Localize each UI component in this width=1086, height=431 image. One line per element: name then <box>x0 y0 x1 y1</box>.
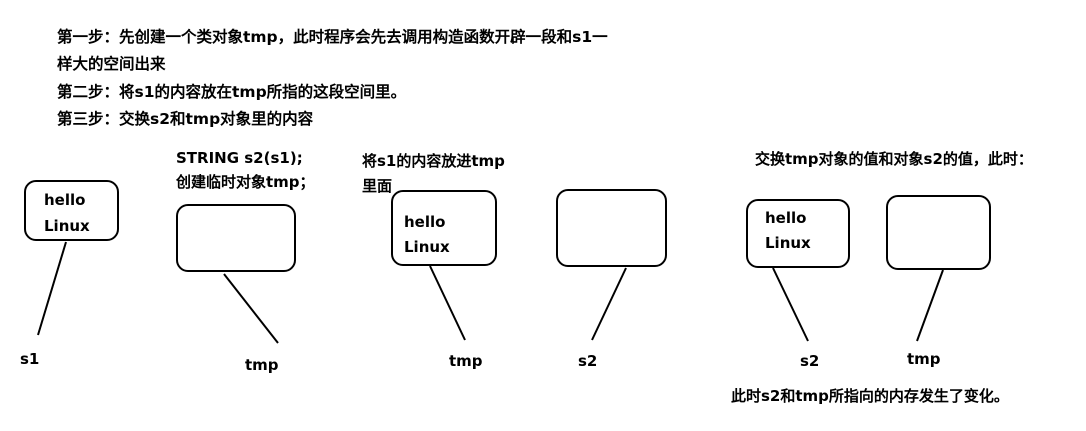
s2-pointer-line-1 <box>591 267 627 341</box>
panel3-caption: 交换tmp对象的值和对象s2的值，此时： <box>755 150 1033 168</box>
s1-box-line2: Linux <box>44 217 90 235</box>
panel2-caption-line2: 里面 <box>362 177 393 195</box>
panel1-tmp-label: tmp <box>245 356 279 374</box>
s1-pointer-line <box>37 241 67 336</box>
step2-text: 第二步：将s1的内容放在tmp所指的这段空间里。 <box>57 83 407 101</box>
s2-box-line2: Linux <box>765 234 811 252</box>
tmp-memory-box-empty <box>176 204 296 272</box>
panel1-caption-line1: STRING s2(s1); <box>176 149 303 167</box>
panel3-s2-label: s2 <box>800 352 820 370</box>
s2-box-line1: hello <box>765 209 807 227</box>
tmp-pointer-line-2 <box>429 265 466 341</box>
tmp-box-line2: Linux <box>404 238 450 256</box>
step1-line1: 第一步：先创建一个类对象tmp，此时程序会先去调用构造函数开辟一段和s1一 <box>57 28 608 46</box>
s2-memory-box-filled: hello Linux <box>746 199 850 268</box>
s2-memory-box-empty <box>556 189 667 267</box>
tmp-pointer-line-3 <box>916 269 944 342</box>
step1-line2: 样大的空间出来 <box>57 55 166 73</box>
panel3-footer: 此时s2和tmp所指向的内存发生了变化。 <box>731 387 1009 405</box>
panel1-caption-line2: 创建临时对象tmp； <box>176 173 315 191</box>
panel2-s2-label: s2 <box>578 352 598 370</box>
s1-label: s1 <box>20 350 40 368</box>
panel3-tmp-label: tmp <box>907 350 941 368</box>
tmp-pointer-line-1 <box>223 273 279 344</box>
s1-box-line1: hello <box>44 191 86 209</box>
step3-text: 第三步：交换s2和tmp对象里的内容 <box>57 110 314 128</box>
s1-memory-box: hello Linux <box>24 180 119 241</box>
panel2-caption-line1: 将s1的内容放进tmp <box>362 152 505 170</box>
tmp-memory-box-empty-2 <box>886 195 991 270</box>
panel2-tmp-label: tmp <box>449 352 483 370</box>
tmp-memory-box-filled: hello Linux <box>391 190 497 266</box>
s2-pointer-line-2 <box>772 267 809 342</box>
tmp-box-line1: hello <box>404 213 446 231</box>
